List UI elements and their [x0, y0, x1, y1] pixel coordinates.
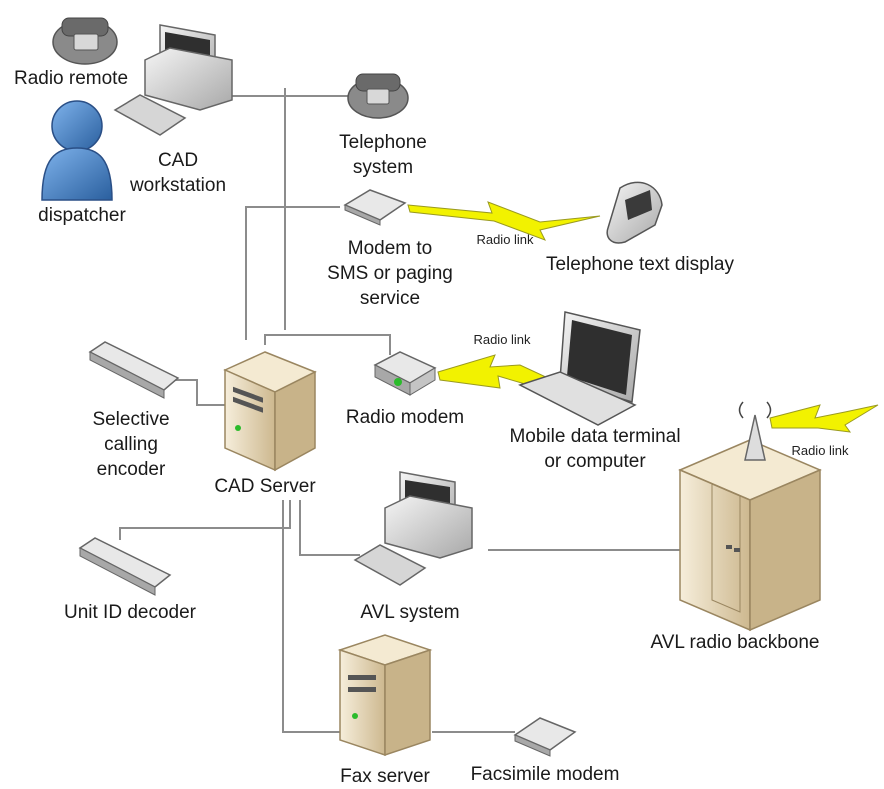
fax-server-label: Fax server — [340, 766, 430, 787]
mobile-data-terminal-label: Mobile data terminal or computer — [509, 426, 681, 472]
avl-system-label: AVL system — [360, 602, 460, 623]
cad-workstation-icon — [113, 24, 233, 136]
avl-system-icon — [353, 471, 473, 586]
radio-remote-icon — [52, 17, 118, 65]
cad-server-label: CAD Server — [214, 476, 316, 497]
decoder-line — [119, 500, 291, 540]
telephone-text-display-label: Telephone text display — [545, 254, 734, 275]
radio-modem-branch-line — [264, 334, 391, 355]
encoder-line — [170, 379, 225, 406]
telephone-system-label: Telephone system — [339, 132, 427, 178]
dispatcher-label: dispatcher — [38, 205, 126, 226]
modem-sms-branch-line — [245, 206, 340, 340]
modem-sms-icon — [343, 189, 407, 226]
modem-sms-label: Modem to SMS or paging service — [327, 238, 453, 309]
avl-radio-backbone-label: AVL radio backbone — [650, 632, 820, 653]
cad-workstation-label: CAD workstation — [129, 150, 227, 196]
radio-modem-label: Radio modem — [345, 407, 465, 428]
radio-link-1-label: Radio link — [476, 232, 534, 247]
facsimile-modem-icon — [513, 717, 577, 757]
selective-calling-encoder-icon — [88, 341, 180, 399]
avl-radio-backbone-icon — [678, 401, 822, 632]
cad-server-icon — [223, 351, 317, 472]
radio-link-1-lightning — [407, 201, 601, 241]
facsimile-modem-label: Facsimile modem — [470, 764, 620, 785]
mobile-data-terminal-icon — [518, 311, 641, 426]
radio-remote-label: Radio remote — [13, 68, 129, 89]
dispatcher-icon — [41, 100, 113, 201]
selective-calling-encoder-label: Selective calling encoder — [92, 409, 170, 480]
radio-link-2-label: Radio link — [473, 332, 531, 347]
unit-id-decoder-icon — [78, 537, 172, 596]
radio-modem-icon — [373, 351, 437, 396]
connection-lines — [119, 88, 680, 733]
server-to-fax-line — [282, 500, 345, 733]
radio-link-3-label: Radio link — [791, 443, 849, 458]
telephone-text-display-icon — [606, 181, 663, 244]
telephone-system-icon — [347, 73, 409, 119]
unit-id-decoder-label: Unit ID decoder — [63, 602, 196, 623]
server-to-avl-line — [299, 500, 360, 556]
fax-server-icon — [337, 634, 433, 757]
radio-link-3-lightning — [769, 404, 879, 433]
